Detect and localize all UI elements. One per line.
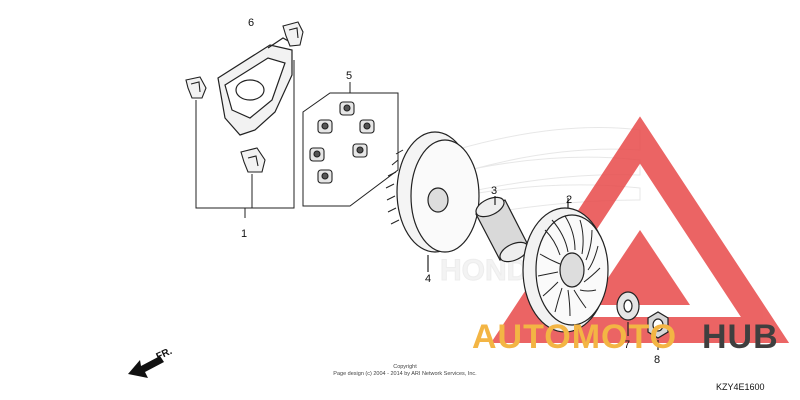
callout-4: 4 (425, 273, 431, 285)
part-2-fan-face (522, 198, 609, 333)
callout-6: 6 (248, 17, 254, 29)
part-clip-bottom (240, 147, 266, 173)
front-arrow-label: FR. (155, 346, 174, 363)
callout-7: 7 (624, 339, 630, 351)
callout-1: 1 (241, 228, 247, 240)
copyright-line-1: Copyright (393, 364, 417, 370)
part-7-washer (616, 291, 640, 336)
callout-3: 3 (491, 185, 497, 197)
watermark-text-secondary: HUB (702, 318, 779, 356)
part-6-cover-plate (217, 37, 293, 136)
part-clip-top (282, 21, 304, 47)
callout-8: 8 (654, 354, 660, 366)
copyright-line-2: Page design (c) 2004 - 2014 by ARI Netwo… (333, 371, 477, 377)
front-direction-arrow: FR. (128, 346, 174, 378)
part-clip-left (185, 76, 207, 99)
callout-5: 5 (346, 70, 352, 82)
part-1-bracket-lines (195, 60, 295, 218)
watermark-text-primary: AUTOMOTO (472, 318, 678, 356)
part-5-roller-box (302, 82, 399, 207)
part-4-drive-face (385, 131, 480, 272)
part-5-rollers (309, 101, 375, 184)
part-3-collar (475, 196, 529, 263)
copyright-notice: Copyright Page design (c) 2004 - 2014 by… (305, 364, 505, 378)
callout-2: 2 (566, 194, 572, 206)
part-8-nut (647, 311, 669, 350)
part-code-label: KZY4E1600 (716, 382, 765, 392)
